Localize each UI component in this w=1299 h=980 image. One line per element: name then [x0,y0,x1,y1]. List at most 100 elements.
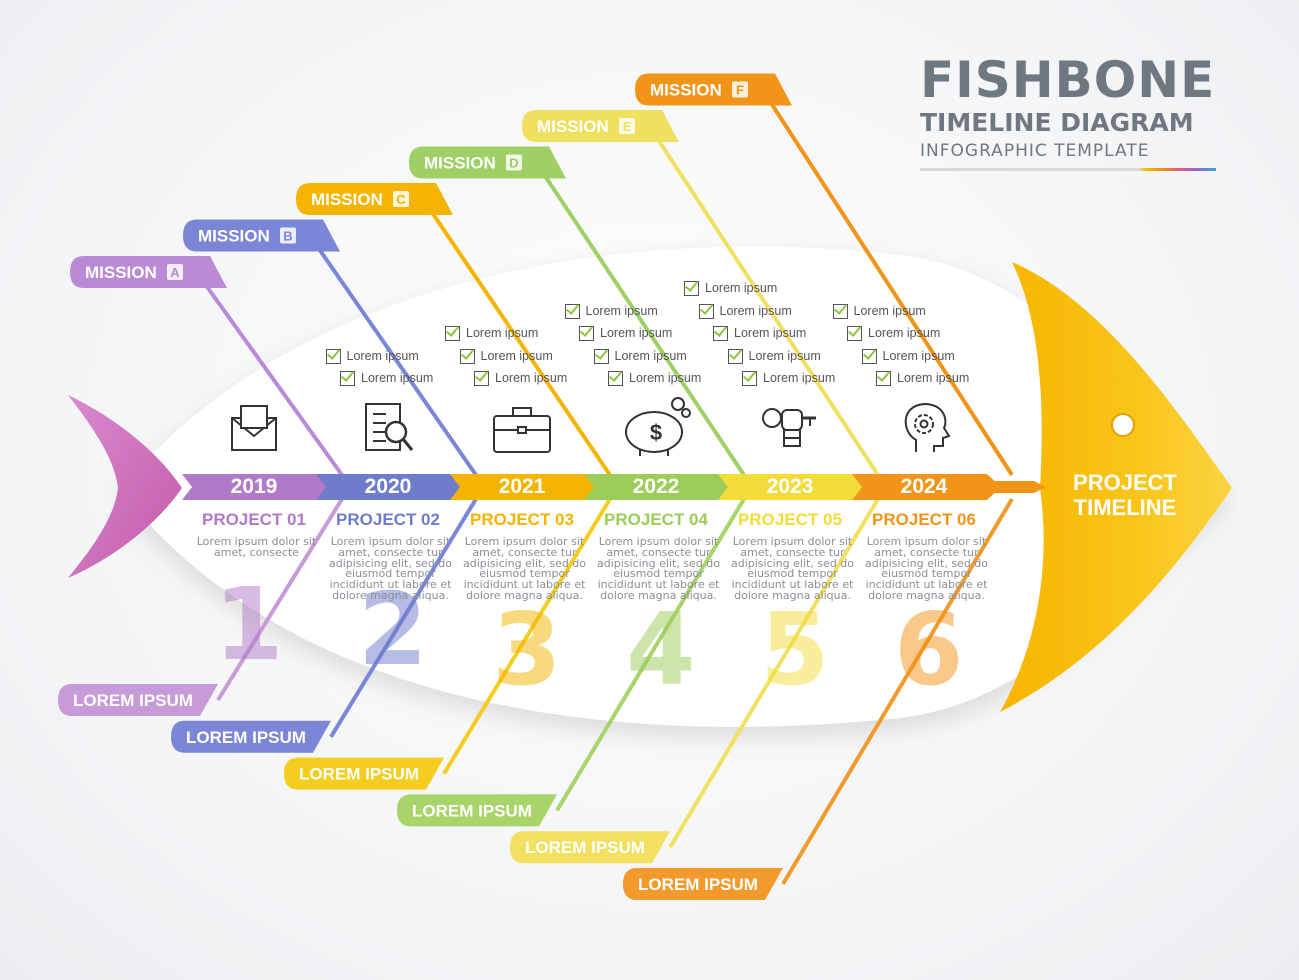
checklist-text: Lorem ipsum [614,348,687,363]
project-number: 4 [626,591,696,708]
lower-bone [668,497,880,849]
checklist-item: Lorem ipsum [474,371,568,387]
lower-bone [442,497,612,775]
project-title: PROJECT 06 [872,510,976,529]
checklist-text: Lorem ipsum [719,303,792,318]
bottom-label: LOREM IPSUM [58,684,218,716]
lower-bone [781,497,1014,886]
project-description: Lorem ipsum dolor sit amet, consecte tur… [462,535,587,602]
header-tagline: INFOGRAPHIC TEMPLATE [920,141,1150,161]
project-title: PROJECT 04 [604,510,708,529]
project-description: Lorem ipsum dolor sit amet, consecte tur… [328,535,453,602]
checklist-item: Lorem ipsum [445,326,538,342]
checklist-text: Lorem ipsum [600,326,673,340]
checklist-item: Lorem ipsum [579,326,673,342]
head-label: PROJECT TIMELINE [1050,470,1200,520]
spine-segment [450,474,599,500]
bottom-label-text: LOREM IPSUM [186,728,306,747]
lower-bone [555,497,746,812]
checkbox-icon [445,326,460,342]
checkbox-icon [564,303,580,319]
checklist-item: Lorem ipsum [847,326,940,342]
upper-bone [203,282,344,477]
mission-letter: D [509,156,518,171]
bottom-label-text: LOREM IPSUM [525,838,645,857]
spine-segment [718,474,867,500]
checklist-text: Lorem ipsum [495,371,568,385]
bottom-label: LOREM IPSUM [171,720,331,753]
head-gear-icon [904,402,951,452]
head-label-line1: PROJECT [1073,470,1177,495]
head-label-line2: TIMELINE [1073,495,1177,520]
year-label: 2022 [632,475,680,498]
mission-text: MISSION [424,154,496,173]
bottom-label: LOREM IPSUM [284,757,444,790]
briefcase-icon [493,407,551,453]
checklist-text: Lorem ipsum [361,371,434,385]
year-label: 2023 [766,475,814,498]
document-search-icon [365,403,414,451]
spine-segment [584,474,733,500]
checklist-text: Lorem ipsum [748,348,821,363]
checkbox-icon [876,371,891,387]
checklist-item: Lorem ipsum [876,371,969,387]
checklist-item: Lorem ipsum [698,303,792,319]
bottom-label: LOREM IPSUM [397,794,557,827]
project-description: Lorem ipsum dolor sit amet, consecte tur… [730,535,855,602]
mission-label: MISSION A [70,256,227,288]
bottom-label-text: LOREM IPSUM [412,801,532,820]
mission-text: MISSION [198,227,270,246]
bottom-label-text: LOREM IPSUM [73,691,193,710]
checklist-text: Lorem ipsum [882,348,955,363]
mission-letter: A [170,265,180,280]
mission-text: MISSION [85,263,157,282]
project-number: 5 [760,591,830,708]
project-number: 1 [214,566,284,683]
bottom-label-text: LOREM IPSUM [299,765,419,784]
year-label: 2021 [498,475,546,498]
header-underline [920,168,1216,171]
project-title: PROJECT 01 [202,510,306,529]
mission-label: MISSION D [409,146,566,179]
upper-bone [542,173,746,477]
lower-bone [329,497,478,738]
checklist-item: Lorem ipsum [340,371,434,387]
piggy-bank-icon: $ [625,397,691,456]
bottom-label: LOREM IPSUM [623,868,783,900]
checklist-item: Lorem ipsum [684,281,777,297]
checkbox-icon [608,371,623,387]
bottom-label: LOREM IPSUM [510,831,670,864]
project-number: 2 [358,571,428,688]
checklist-text: Lorem ipsum [853,303,926,318]
mission-text: MISSION [537,117,609,136]
checkbox-icon [579,326,594,342]
checklist-text: Lorem ipsum [734,326,807,340]
checkbox-icon [684,281,699,297]
project-title: PROJECT 03 [470,510,574,529]
checkbox-icon [713,326,728,342]
checklist-item: Lorem ipsum [861,348,955,364]
header-subtitle: TIMELINE DIAGRAM [920,108,1194,137]
bottom-label-text: LOREM IPSUM [638,875,758,894]
checklist-item: Lorem ipsum [608,371,702,387]
project-number: 6 [894,591,964,708]
hand-key-icon [762,408,816,447]
lower-bone [216,497,344,702]
mission-text: MISSION [311,190,383,209]
checkbox-icon [742,371,757,387]
project-description: Lorem ipsum dolor sit amet, consecte tur… [596,535,721,602]
spine-segment [852,474,1001,500]
checklist-item: Lorem ipsum [727,348,821,364]
mission-text: MISSION [650,81,722,100]
checkbox-icon [459,348,475,364]
upper-bone [655,136,880,477]
project-number: 3 [492,591,562,708]
checklist-text: Lorem ipsum [629,371,702,385]
header-title: FISHBONE [920,51,1216,109]
checklist-item: Lorem ipsum [564,303,658,319]
checkbox-icon [698,303,714,319]
spine-segment [182,474,331,500]
